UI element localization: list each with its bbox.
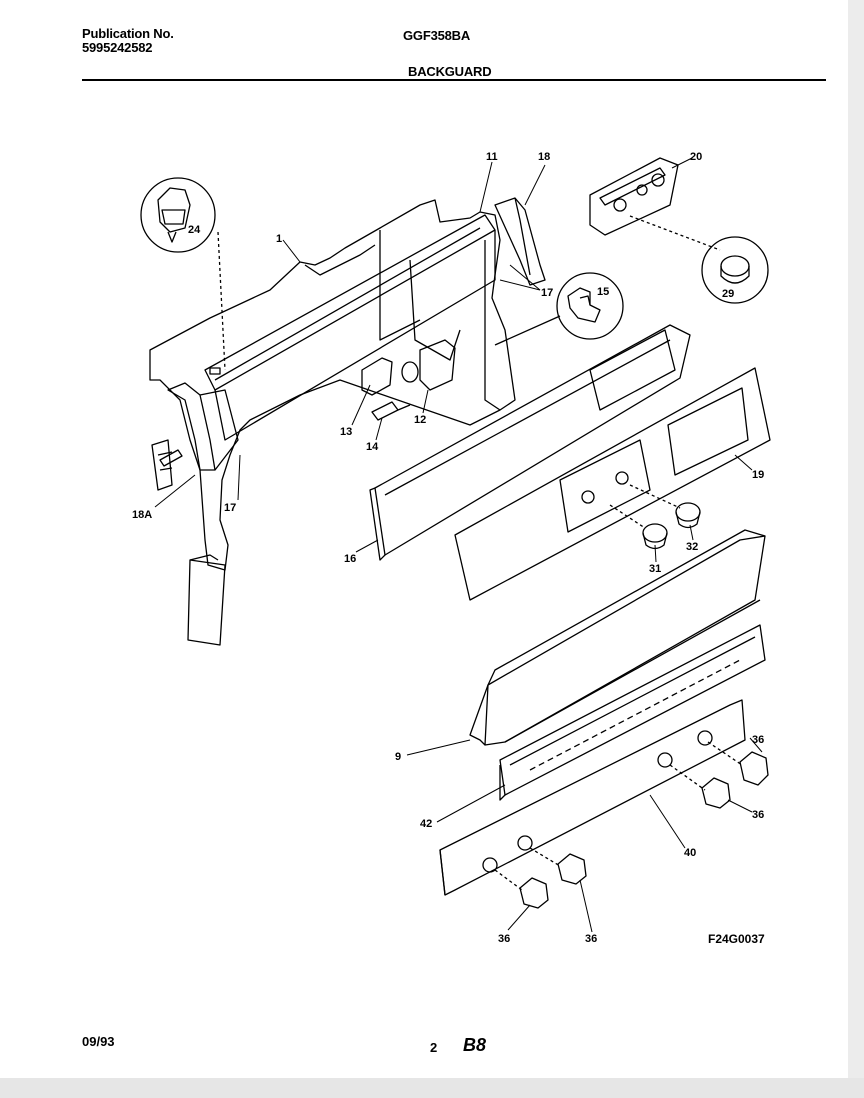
panel-9: [469, 529, 766, 746]
callout-18A: 18A: [132, 509, 152, 521]
callout-16: 16: [344, 553, 356, 565]
footer-mark: B8: [463, 1035, 487, 1055]
end-bracket-18: [494, 197, 546, 286]
callout-31: 31: [649, 563, 661, 575]
callout-17-left: 17: [224, 502, 236, 514]
callout-36-d: 36: [585, 933, 597, 945]
callout-1: 1: [276, 233, 282, 245]
manifold-panel-40: [439, 699, 746, 896]
callout-labels: 1 11 18 20 24 29 17 15 13 14 12 18A 17 1…: [132, 151, 764, 945]
model-number: GGF358BA: [403, 28, 471, 43]
figure-code: F24G0037: [708, 932, 765, 946]
callout-12: 12: [414, 414, 426, 426]
clock-20: [589, 157, 721, 251]
callout-13: 13: [340, 426, 352, 438]
trim-42: [499, 624, 766, 801]
footer-page-number: 2: [430, 1040, 438, 1055]
callout-18: 18: [538, 151, 550, 163]
publication-label: Publication No.: [82, 26, 174, 41]
callout-42: 42: [420, 818, 432, 830]
callout-29: 29: [722, 288, 734, 300]
knobs-36: [494, 741, 769, 909]
callout-17-right: 17: [541, 287, 553, 299]
callout-15: 15: [597, 286, 609, 298]
switch-24-callout: [140, 177, 226, 371]
callout-32: 32: [686, 541, 698, 553]
clip-15-callout: [494, 272, 624, 346]
callout-9: 9: [395, 751, 401, 763]
scan-edge-right: [848, 0, 864, 1098]
valve-parts-12-13-14: [361, 339, 456, 421]
callout-36-a: 36: [752, 734, 764, 746]
callout-19: 19: [752, 469, 764, 481]
scan-edge-bottom: [0, 1078, 864, 1098]
callout-36-c: 36: [498, 933, 510, 945]
control-panel-16: [369, 324, 691, 561]
knobs-31-32: [609, 484, 701, 550]
callout-40: 40: [684, 847, 696, 859]
overlay-panel-19: [454, 367, 771, 601]
knob-29-callout: [701, 236, 769, 304]
callout-36-b: 36: [752, 809, 764, 821]
footer-date: 09/93: [82, 1034, 115, 1049]
callout-11: 11: [486, 151, 498, 163]
leader-lines: [154, 157, 763, 933]
callout-14: 14: [366, 441, 379, 453]
header-rule: [82, 79, 826, 81]
backguard-frame: [149, 199, 516, 646]
section-title: BACKGUARD: [408, 64, 492, 79]
publication-number: 5995242582: [82, 40, 153, 55]
callout-20: 20: [690, 151, 702, 163]
end-bracket-18A: [151, 382, 239, 491]
callout-24: 24: [188, 224, 201, 236]
